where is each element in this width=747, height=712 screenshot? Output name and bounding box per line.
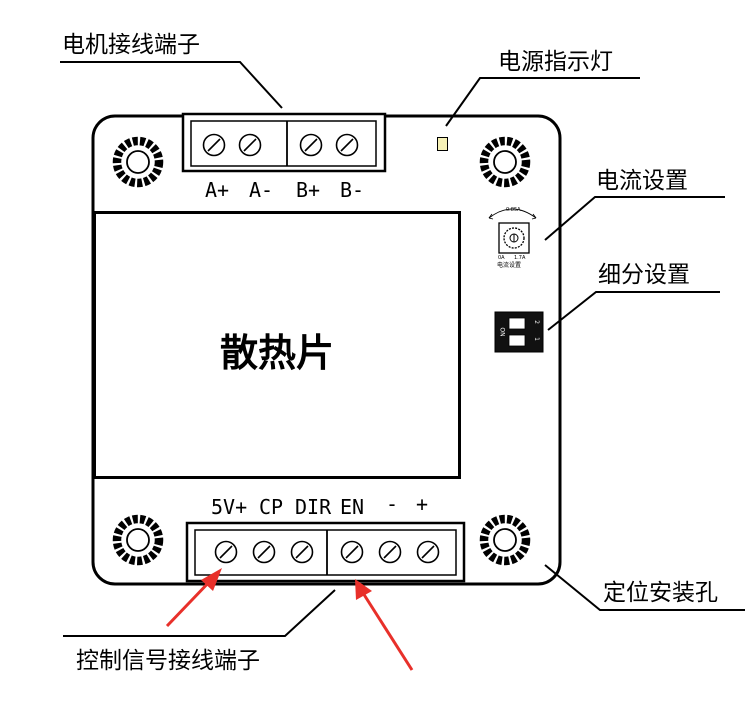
leader-microstep-setting — [547, 291, 720, 331]
mounting-hole-bottom-left — [117, 519, 159, 561]
heatsink: 散热片 — [93, 211, 461, 479]
leader-lines — [60, 61, 745, 637]
dial-left-value: 0A — [498, 255, 505, 261]
label-microstep-setting: 细分设置 — [598, 262, 690, 288]
dial-top-value: 0.85A — [506, 207, 521, 213]
heatsink-label: 散热片 — [219, 331, 334, 375]
motor-screw-b-plus — [299, 133, 323, 157]
control-pin-cp: CP — [259, 495, 284, 519]
motor-terminal-block — [181, 112, 387, 173]
motor-screw-a-plus — [202, 133, 226, 157]
leader-control-terminal — [63, 589, 336, 637]
control-pin-minus: - — [386, 492, 399, 516]
control-screw-5v — [214, 540, 238, 564]
label-control-terminal: 控制信号接线端子 — [76, 648, 260, 674]
control-screw-dir — [290, 540, 314, 564]
red-arrows — [165, 568, 414, 671]
leader-mounting-hole — [544, 564, 745, 611]
dial-caption: 电流设置 — [497, 262, 522, 269]
label-power-indicator: 电源指示灯 — [498, 49, 613, 75]
mounting-hole-top-right — [484, 141, 526, 183]
motor-pin-b-plus: B+ — [296, 178, 321, 202]
control-screw-plus — [416, 540, 440, 564]
control-screw-minus — [378, 540, 402, 564]
mounting-hole-top-left — [117, 141, 159, 183]
dial-right-value: 1.7A — [514, 255, 526, 261]
control-pin-5v: 5V+ — [211, 495, 248, 519]
control-terminal-block — [185, 521, 466, 583]
label-mounting-hole: 定位安装孔 — [603, 580, 718, 606]
power-led — [437, 137, 448, 151]
label-motor-terminal: 电机接线端子 — [62, 32, 200, 58]
dip-pos2-label: 2 — [532, 320, 540, 324]
motor-screw-b-minus — [335, 133, 359, 157]
control-screw-en — [340, 540, 364, 564]
control-pin-en: EN — [340, 495, 365, 519]
mounting-hole-bottom-right — [484, 519, 526, 561]
control-pin-dir: DIR — [295, 495, 332, 519]
dip-on-label: ON — [498, 327, 506, 337]
control-screw-cp — [252, 540, 276, 564]
motor-pin-b-minus: B- — [340, 178, 365, 202]
label-current-setting: 电流设置 — [596, 168, 688, 194]
motor-screw-a-minus — [238, 133, 262, 157]
motor-pin-a-minus: A- — [249, 178, 274, 202]
leader-power-indicator — [445, 77, 640, 127]
leader-motor-terminal — [60, 61, 283, 109]
control-pin-plus: + — [416, 492, 429, 516]
motor-pin-a-plus: A+ — [205, 178, 230, 202]
dip-switch — [494, 311, 544, 353]
dip-pos1-label: 1 — [532, 337, 540, 341]
current-dial — [488, 208, 537, 254]
leader-current-setting — [544, 196, 725, 241]
